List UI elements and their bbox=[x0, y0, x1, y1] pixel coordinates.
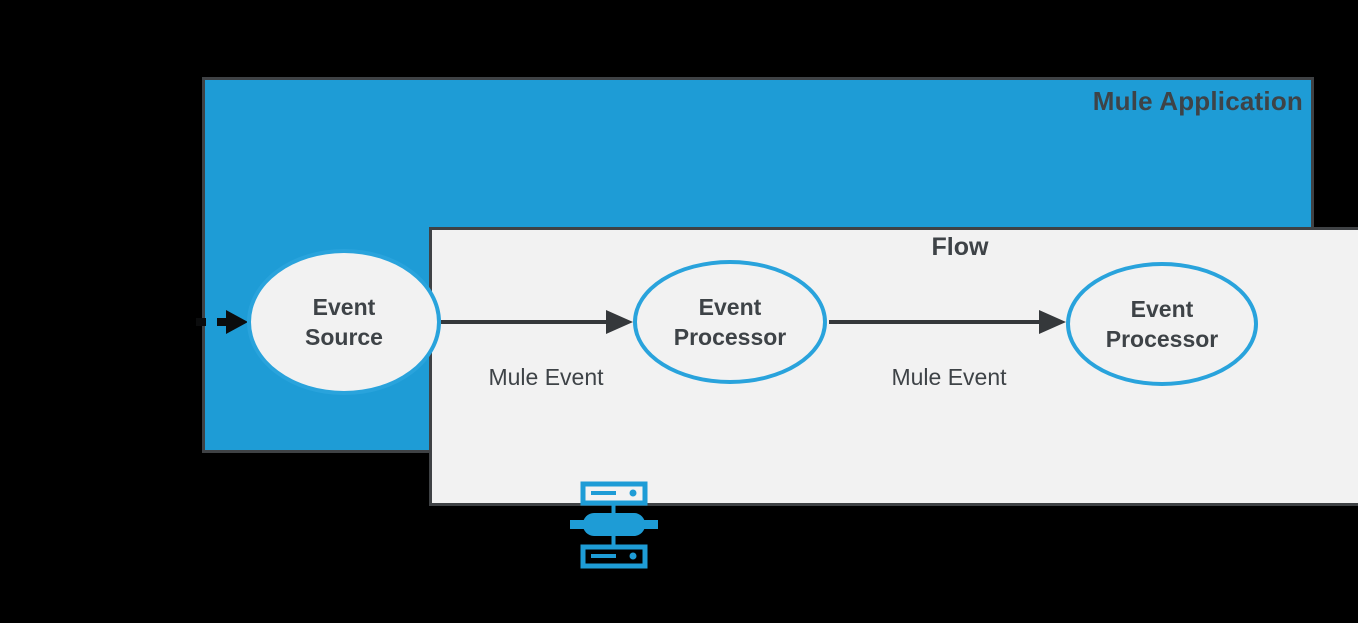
arrowhead-icon bbox=[1039, 310, 1066, 334]
edge-line bbox=[829, 320, 1041, 324]
edge-label-mule-event: Mule Event bbox=[488, 364, 604, 390]
edge-line bbox=[441, 320, 608, 324]
mule-application-title: Mule Application bbox=[1092, 86, 1303, 116]
entry-arrow-notch bbox=[196, 318, 206, 326]
node-label: Event Processor bbox=[673, 294, 787, 350]
mule-runtime-server-icon bbox=[570, 481, 658, 569]
entry-arrow-notch bbox=[217, 318, 227, 326]
arrowhead-icon bbox=[606, 310, 633, 334]
node-event-processor-1: Event Processor bbox=[633, 260, 827, 384]
edge-label-mule-event: Mule Event bbox=[891, 364, 1007, 390]
node-event-source: Event Source bbox=[247, 249, 441, 395]
node-label: Event Source bbox=[305, 294, 383, 350]
flow-title: Flow bbox=[931, 233, 989, 261]
node-event-processor-2: Event Processor bbox=[1066, 262, 1258, 386]
node-label: Event Processor bbox=[1105, 296, 1219, 352]
entry-arrowhead-icon bbox=[226, 310, 248, 334]
